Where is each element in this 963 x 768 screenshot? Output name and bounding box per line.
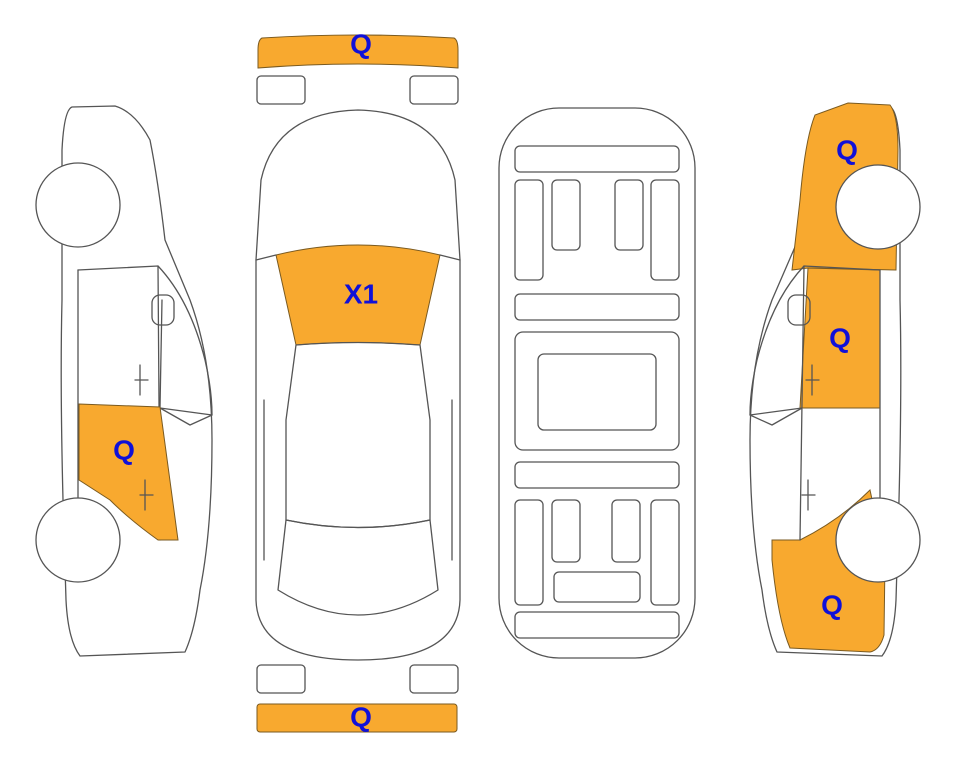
rear-left-taillight <box>256 664 306 694</box>
underbody-right-rail-front <box>650 179 680 281</box>
front-right-headlight <box>409 75 459 105</box>
underbody-outline <box>498 107 696 659</box>
left-side-mirror <box>151 294 175 326</box>
underbody-view <box>498 107 696 659</box>
right-side-mirror <box>787 294 811 326</box>
underbody-left-rail-rear <box>514 499 544 606</box>
top-view-rear-window <box>277 519 439 616</box>
underbody-tank-right <box>611 499 641 563</box>
left-front-door-handle <box>134 364 149 396</box>
underbody-engine-left <box>551 179 581 251</box>
front-bumper-damage <box>257 34 459 69</box>
left-side-window-line <box>77 265 213 416</box>
underbody-rear-panel <box>514 611 680 639</box>
left-rear-wheel <box>35 497 121 583</box>
underbody-floor-pan <box>514 331 680 451</box>
top-view: Q X1 Q <box>255 28 461 733</box>
left-rear-door-handle <box>139 479 154 511</box>
right-front-door-handle <box>801 479 816 511</box>
right-side-window-line <box>749 265 881 416</box>
underbody-rear-crossmember <box>514 461 680 489</box>
underbody-spare-well <box>553 571 641 603</box>
right-side-beltline <box>749 265 881 541</box>
underbody-left-rail-front <box>514 179 544 281</box>
front-left-headlight <box>256 75 306 105</box>
left-rear-door-code: Q <box>113 434 135 465</box>
underbody-front-crossmember <box>514 145 680 173</box>
underbody-tank-left <box>551 499 581 563</box>
rear-bumper-code: Q <box>350 701 372 732</box>
left-side-view: Q <box>35 105 213 657</box>
underbody-mid-crossmember <box>514 293 680 321</box>
left-front-wheel <box>35 162 121 248</box>
right-rear-door-code: Q <box>829 322 851 353</box>
right-rear-wheel <box>835 497 921 583</box>
right-rear-quarter-code: Q <box>821 589 843 620</box>
right-rear-door-handle <box>805 364 820 396</box>
right-front-fender-code: Q <box>836 134 858 165</box>
windshield-code: X1 <box>344 278 378 309</box>
rear-bumper-damage <box>256 703 458 733</box>
underbody-engine-right <box>614 179 644 251</box>
underbody-right-rail-rear <box>650 499 680 606</box>
top-view-side-lines <box>255 254 461 561</box>
right-front-wheel <box>835 164 921 250</box>
underbody-center-tunnel <box>537 353 657 431</box>
top-view-body-outline <box>255 109 461 661</box>
rear-right-taillight <box>409 664 459 694</box>
left-rear-door-damage <box>78 403 179 541</box>
front-bumper-code: Q <box>350 28 372 59</box>
right-side-view: Q Q Q <box>749 102 921 657</box>
